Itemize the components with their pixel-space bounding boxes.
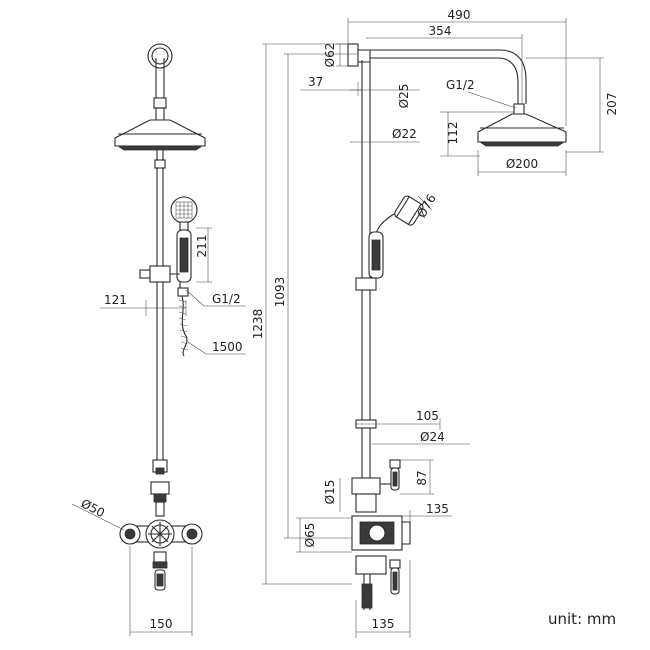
front-lower-collar [153, 551, 167, 563]
side-lower-body [355, 555, 387, 575]
units-note: unit: mm [548, 610, 616, 628]
dim-handset-dia-leader [417, 195, 433, 211]
dim-body-dia-label: Ø65 [303, 523, 317, 548]
dim-arm-length-lines [366, 34, 523, 104]
dim-body-dia-lines [296, 517, 352, 553]
dim-head-drop-lines [526, 57, 604, 153]
dim-handle-height-lines [400, 459, 434, 495]
dim-hose-thread-label: G1/2 [212, 292, 241, 306]
front-head-face [116, 145, 204, 151]
front-arm-tube [155, 58, 165, 100]
dim-head-height-lines [440, 111, 514, 157]
side-diverter-handle-top [389, 459, 401, 469]
front-wall-flange-inner [151, 47, 169, 65]
side-handset [394, 195, 424, 226]
dim-head-dia-lines [477, 150, 567, 176]
side-diverter-ceramic [392, 471, 398, 487]
dim-overall-width-label: 490 [448, 8, 471, 22]
dim-holder-offset-label: 121 [104, 293, 127, 307]
side-body-boss [368, 524, 386, 542]
side-handset-neck [375, 213, 395, 235]
side-diverter-body [351, 477, 381, 495]
front-knob-spokes [148, 522, 172, 546]
side-lower-ceramic [392, 571, 398, 591]
dim-handset-length-lines [196, 227, 212, 283]
side-wall-flange [347, 43, 359, 67]
dim-hose-length-leader [187, 341, 246, 355]
dim-handset-length-label: 211 [195, 235, 209, 258]
dim-head-height-label: 112 [446, 122, 460, 145]
side-overhead-arm [370, 49, 527, 104]
front-inlet-left-core [124, 528, 136, 540]
dim-handle-height-label: 87 [415, 470, 429, 485]
dim-hose-length-label: 1500 [212, 340, 243, 354]
dim-holder-offset-lines [100, 300, 187, 316]
front-hose-ribs [178, 299, 189, 351]
side-view: 490 354 Ø62 37 Ø25 G1/2 112 207 Ø22 Ø200… [251, 8, 619, 638]
dim-valve-projection-lines [356, 418, 441, 430]
dim-riser-height-label: 1093 [273, 277, 287, 308]
front-diverter [150, 481, 170, 495]
dim-overall-width-lines [347, 18, 567, 126]
dim-inlet-centres-lines [129, 546, 193, 636]
front-slider-knob [139, 269, 151, 279]
side-lower-handle-top [389, 559, 401, 569]
front-handset-grid-lines [176, 202, 192, 218]
side-handset-head [394, 195, 424, 226]
side-inlet-thread [361, 583, 373, 609]
dim-inlet-flange-leader [71, 503, 125, 531]
front-hose-nut [177, 287, 189, 297]
side-thermostatic-cap [402, 521, 411, 545]
dim-riser-dia-label: Ø22 [392, 127, 417, 141]
front-valve-neck [155, 501, 165, 517]
front-flow-control-ring [155, 467, 165, 475]
dim-head-dia-label: Ø200 [506, 157, 538, 171]
dim-head-thread-leader [467, 91, 517, 109]
front-inlet-right-core [186, 528, 198, 540]
dim-outlet-dia-label: Ø15 [323, 480, 337, 505]
front-riser-collar [154, 159, 166, 169]
front-lower-ring [152, 561, 168, 569]
dim-bottom-projection-lines [355, 560, 411, 638]
dim-outlet-projection-label: 135 [426, 502, 449, 516]
side-riser-rail [358, 49, 371, 420]
dim-hose-thread-leader [185, 289, 246, 307]
side-handset-head-ribs [396, 196, 422, 225]
front-wall-flange [147, 43, 173, 69]
side-valve-riser [361, 428, 371, 478]
side-head-swivel [513, 103, 525, 115]
dim-wall-flange-label: Ø62 [323, 43, 337, 68]
front-shower-head [114, 119, 206, 147]
dim-arm-offset-label: 37 [308, 75, 323, 89]
dim-outlet-projection-lines [356, 510, 452, 522]
dim-inlet-centres-label: 150 [150, 617, 173, 631]
dim-riser-top-label: Ø25 [397, 84, 411, 109]
front-handset-neck [179, 221, 189, 231]
dim-riser-height-lines [284, 53, 358, 539]
dim-bottom-projection-label: 135 [372, 617, 395, 631]
front-handset-ceramic [179, 237, 189, 273]
side-body-neck [355, 493, 377, 513]
side-head-face [478, 141, 566, 147]
dim-total-height-label: 1238 [251, 309, 265, 340]
dim-control-dia-label: Ø24 [420, 430, 445, 444]
front-riser-rail [156, 150, 164, 462]
dim-inlet-flange-label: Ø50 [79, 496, 107, 520]
front-arm-joint [153, 97, 167, 109]
dim-valve-projection-label: 105 [416, 409, 439, 423]
front-diverter-ring [153, 493, 167, 503]
dim-total-height-lines [262, 43, 352, 585]
dim-wall-flange-lines [336, 43, 348, 67]
front-lower-handle-ceramic [156, 573, 164, 587]
front-head-swivel [155, 107, 165, 121]
side-slider [355, 277, 377, 291]
dim-head-drop-label: 207 [605, 93, 619, 116]
dim-arm-length-label: 354 [429, 24, 452, 38]
dim-head-thread-label: G1/2 [446, 78, 475, 92]
front-slider-body [149, 265, 171, 283]
front-view: 211 121 G1/2 1500 Ø50 150 [71, 43, 246, 636]
side-handset-ceramic [371, 239, 381, 271]
